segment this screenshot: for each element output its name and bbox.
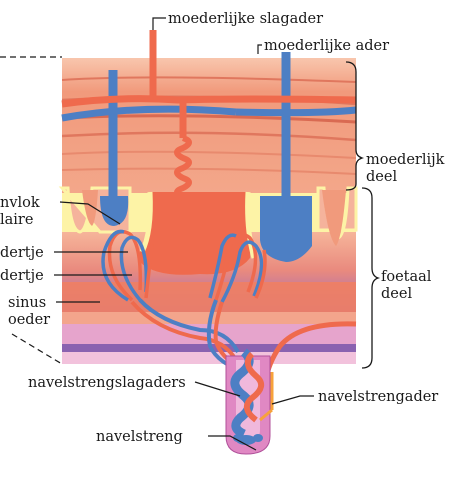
label-maternal-artery: moederlijke slagader bbox=[168, 11, 323, 27]
label-maternal-vein: moederlijke ader bbox=[264, 38, 389, 54]
label-sinus-1: sinus bbox=[8, 295, 46, 311]
dashed-connector-bottom bbox=[12, 334, 62, 364]
label-maternal-part-1: moederlijk bbox=[366, 152, 445, 168]
label-villus-2: laire bbox=[0, 212, 33, 228]
label-umbilical-vein: navelstrengader bbox=[318, 389, 438, 405]
label-umbilical-arteries: navelstrengslagaders bbox=[28, 375, 186, 391]
umbilical-cord bbox=[226, 352, 272, 454]
label-fetal-part-1: foetaal bbox=[381, 269, 432, 285]
label-sinus-2: oeder bbox=[8, 312, 50, 328]
label-maternal-part-2: deel bbox=[366, 169, 397, 185]
spiral-artery bbox=[177, 138, 189, 198]
label-villus-1: nvlok bbox=[0, 195, 40, 211]
label-arteriole: dertje bbox=[0, 245, 44, 261]
label-umbilical-cord: navelstreng bbox=[96, 429, 183, 445]
villus-mass bbox=[140, 192, 250, 275]
brace-fetal bbox=[362, 188, 378, 368]
tissue-block bbox=[62, 30, 356, 380]
label-venule: dertje bbox=[0, 268, 44, 284]
label-fetal-part-2: deel bbox=[381, 286, 412, 302]
